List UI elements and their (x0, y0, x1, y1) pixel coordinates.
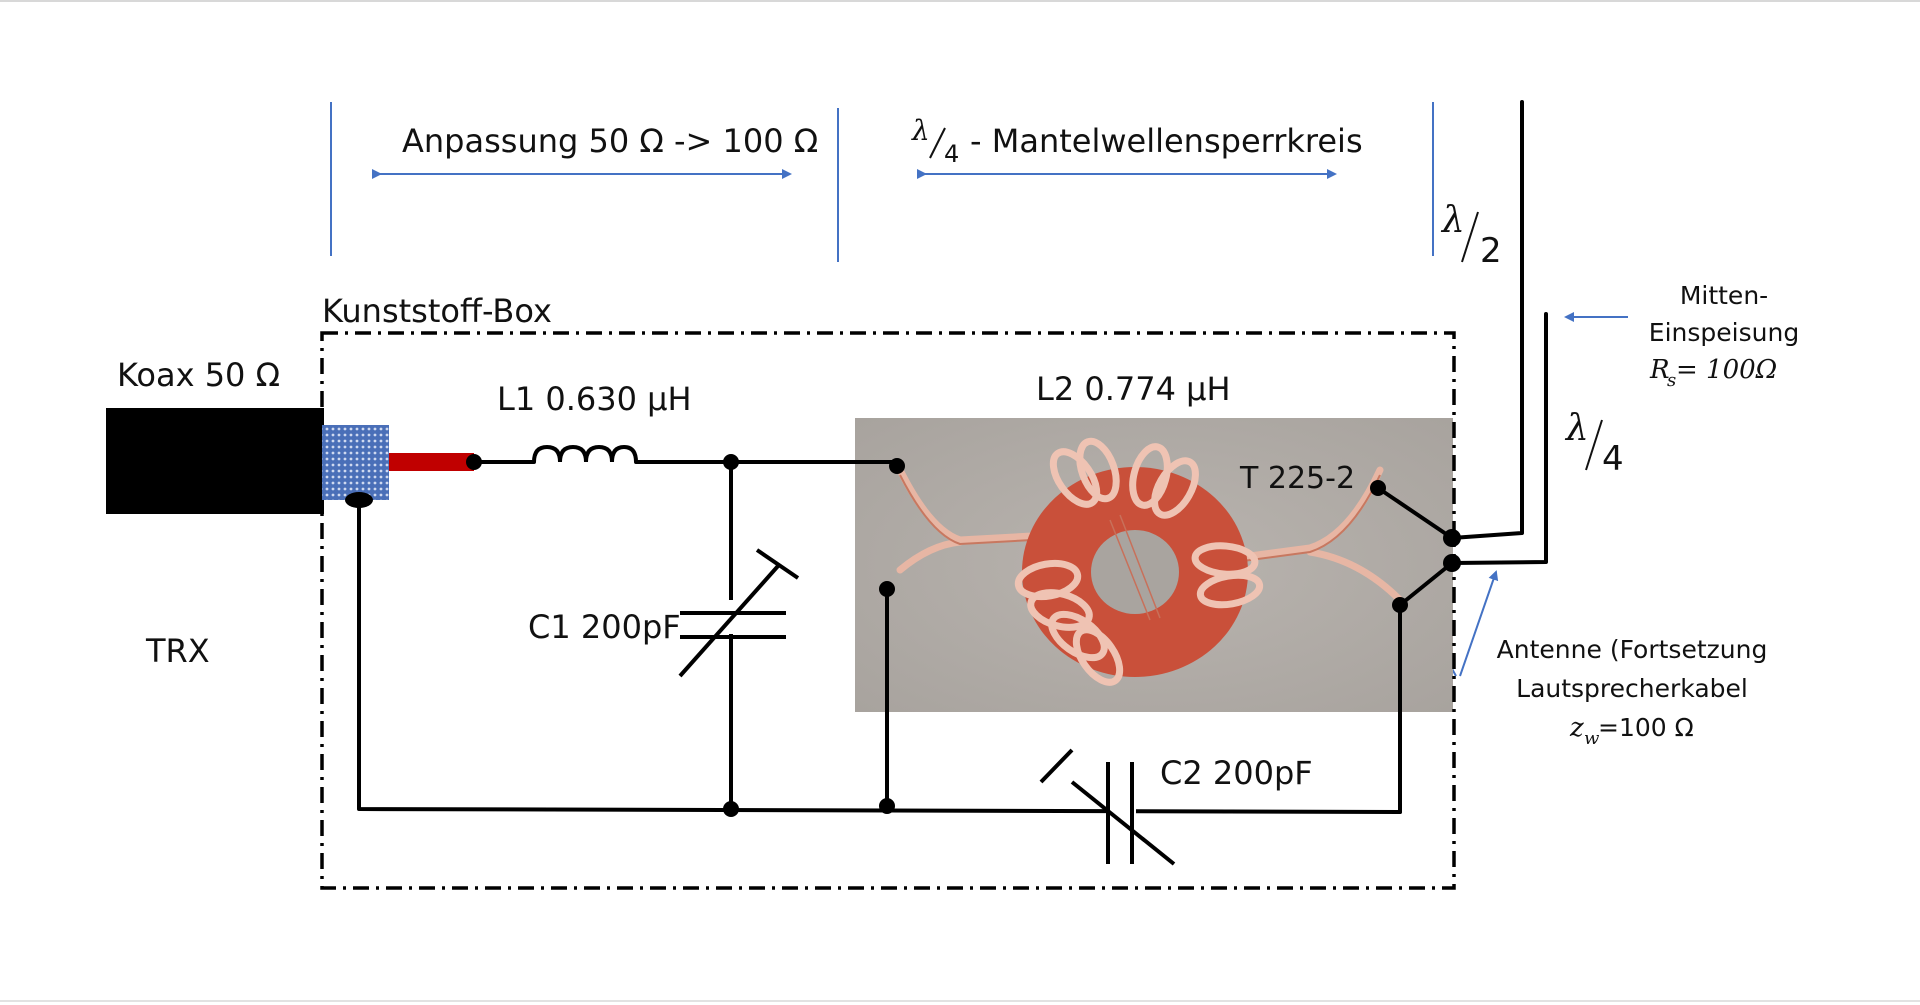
quarter-lambda-label: λ 4 (1564, 408, 1624, 479)
feed-line1: Mitten- (1680, 281, 1768, 310)
feed-rs-value: = 100Ω (1676, 355, 1777, 385)
feed-rs-sub: s (1667, 370, 1676, 391)
core-label: T 225-2 (1239, 461, 1355, 496)
mantel-text: - Mantelwellensperrkreis (970, 122, 1363, 160)
antenna-z-sub: w (1584, 728, 1600, 749)
antenna-line2: Lautsprecherkabel (1516, 674, 1748, 703)
trx-label: TRX (145, 632, 210, 670)
l1-inductor (532, 444, 638, 463)
coax-cable (106, 408, 324, 514)
mantel-lambda: λ (911, 114, 930, 147)
section-dividers (330, 102, 1434, 262)
l1-label: L1 0.630 µH (497, 380, 692, 418)
junction-dots (345, 454, 1461, 817)
mantel-denominator: 4 (944, 140, 959, 168)
feed-label: Mitten- Einspeisung R s = 100Ω (1649, 281, 1799, 391)
anpassung-label: Anpassung 50 Ω -> 100 Ω (402, 122, 818, 160)
antenna-z: z (1569, 713, 1584, 743)
feed-line2: Einspeisung (1649, 318, 1799, 347)
coax-shield (322, 425, 389, 500)
box-label: Kunststoff-Box (322, 292, 552, 330)
plastic-box-outline (320, 331, 1456, 890)
mantel-label: λ 4 - Mantelwellensperrkreis (911, 114, 1363, 168)
c1-label: C1 200pF (528, 608, 681, 646)
quarter-lambda-denominator: 4 (1602, 439, 1624, 479)
l2-label: L2 0.774 µH (1036, 370, 1231, 408)
c2-label: C2 200pF (1160, 754, 1313, 792)
feed-rs: R (1649, 355, 1670, 385)
antenna-arrow-2 (1459, 570, 1499, 677)
coax-center-conductor (389, 453, 474, 471)
wires (357, 100, 1548, 814)
c1-capacitor (678, 548, 800, 678)
koax-label: Koax 50 Ω (117, 356, 280, 394)
antenna-z-value: =100 Ω (1598, 713, 1694, 742)
half-lambda-denominator: 2 (1480, 231, 1502, 271)
c2-capacitor (1039, 748, 1176, 866)
quarter-lambda-symbol: λ (1564, 408, 1589, 449)
half-lambda-label: λ 2 (1440, 200, 1502, 271)
antenna-label: Antenne (Fortsetzung Lautsprecherkabel z… (1497, 635, 1768, 749)
antenna-line1: Antenne (Fortsetzung (1497, 635, 1768, 664)
toroid-photo (855, 418, 1453, 712)
half-lambda-symbol: λ (1440, 200, 1465, 241)
